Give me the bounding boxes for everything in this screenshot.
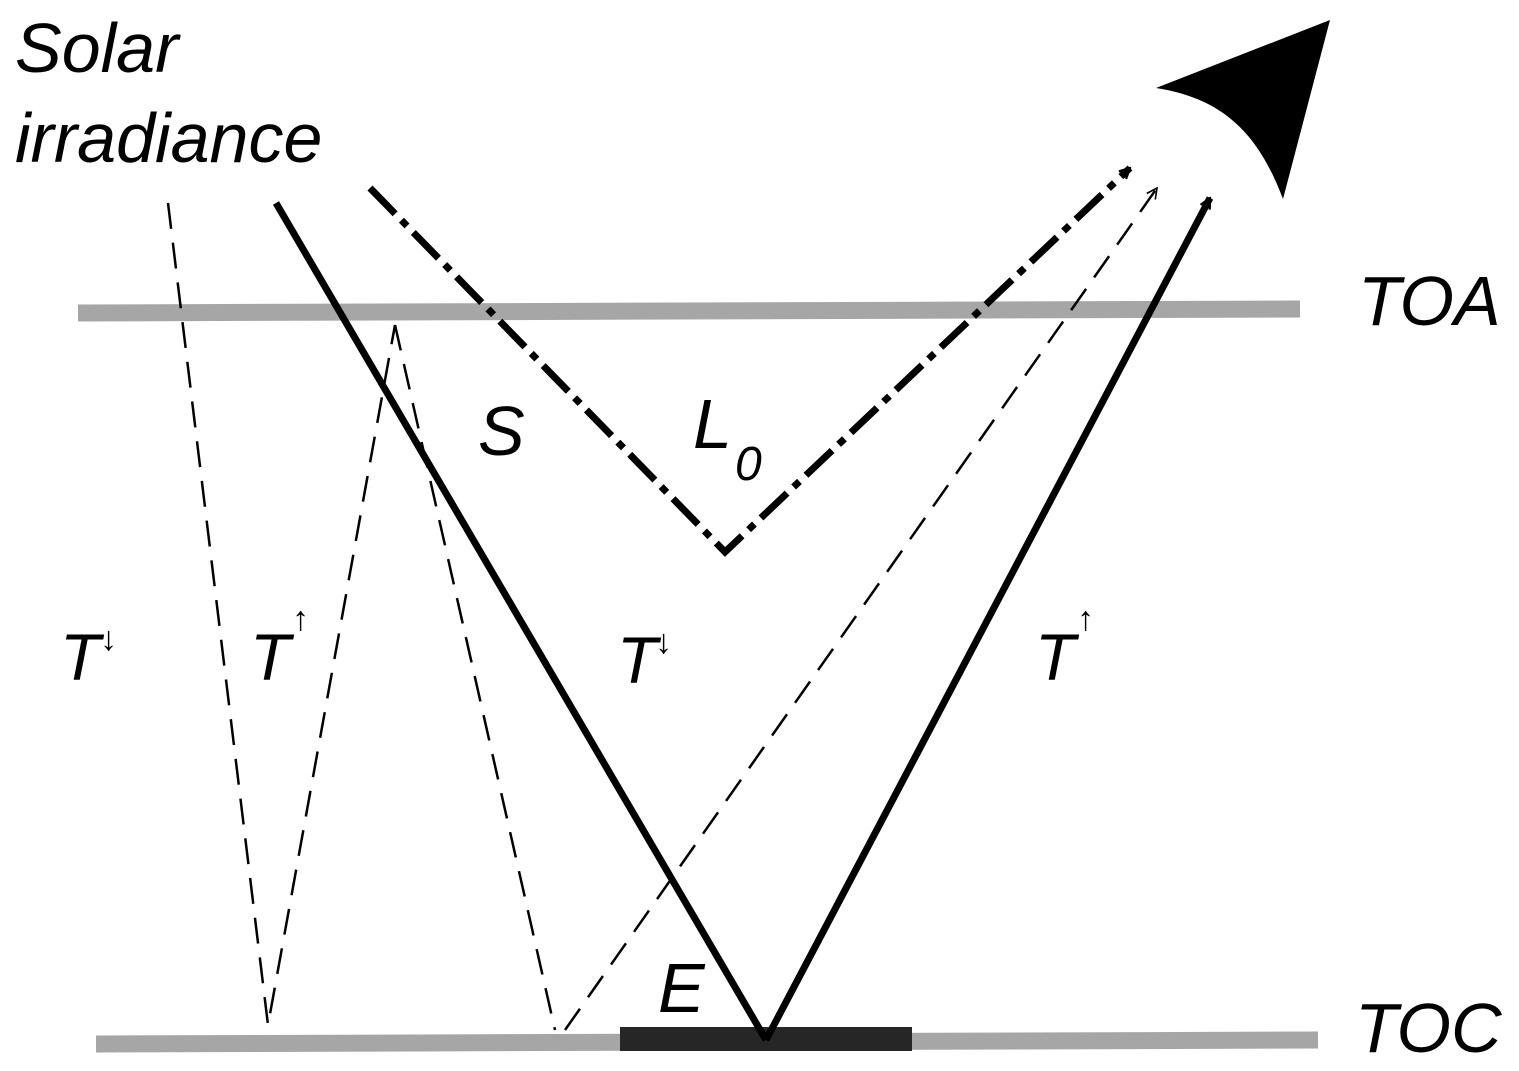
dashed-path-right bbox=[563, 188, 1157, 1031]
solar-label-line1: Solar bbox=[15, 9, 181, 87]
e-label: E bbox=[658, 949, 706, 1027]
t-label-4: T bbox=[1035, 620, 1080, 694]
down-arrow-icon-3: ↓ bbox=[655, 623, 672, 661]
sensor-icon bbox=[1156, 20, 1330, 199]
direct-path-up bbox=[762, 198, 1214, 1042]
l-label: L bbox=[693, 385, 732, 463]
direct-path-down bbox=[272, 201, 770, 1042]
s-label: S bbox=[478, 392, 525, 470]
toa-label: TOA bbox=[1358, 262, 1501, 340]
solar-label-line2: irradiance bbox=[15, 99, 322, 177]
dashed-path-left bbox=[166, 202, 397, 1026]
up-arrow-icon-2: ↑ bbox=[292, 600, 309, 638]
t-label-3: T bbox=[617, 623, 662, 697]
path-radiance-line bbox=[367, 165, 1133, 557]
l-subscript: 0 bbox=[735, 438, 762, 491]
dashed-path-middle bbox=[393, 324, 557, 1031]
toa-layer-line bbox=[77, 300, 1301, 322]
t-label-1: T bbox=[60, 620, 105, 694]
toc-label: TOC bbox=[1355, 989, 1502, 1067]
up-arrow-icon-4: ↑ bbox=[1077, 600, 1094, 638]
down-arrow-icon-1: ↓ bbox=[100, 620, 117, 658]
t-label-2: T bbox=[250, 620, 295, 694]
